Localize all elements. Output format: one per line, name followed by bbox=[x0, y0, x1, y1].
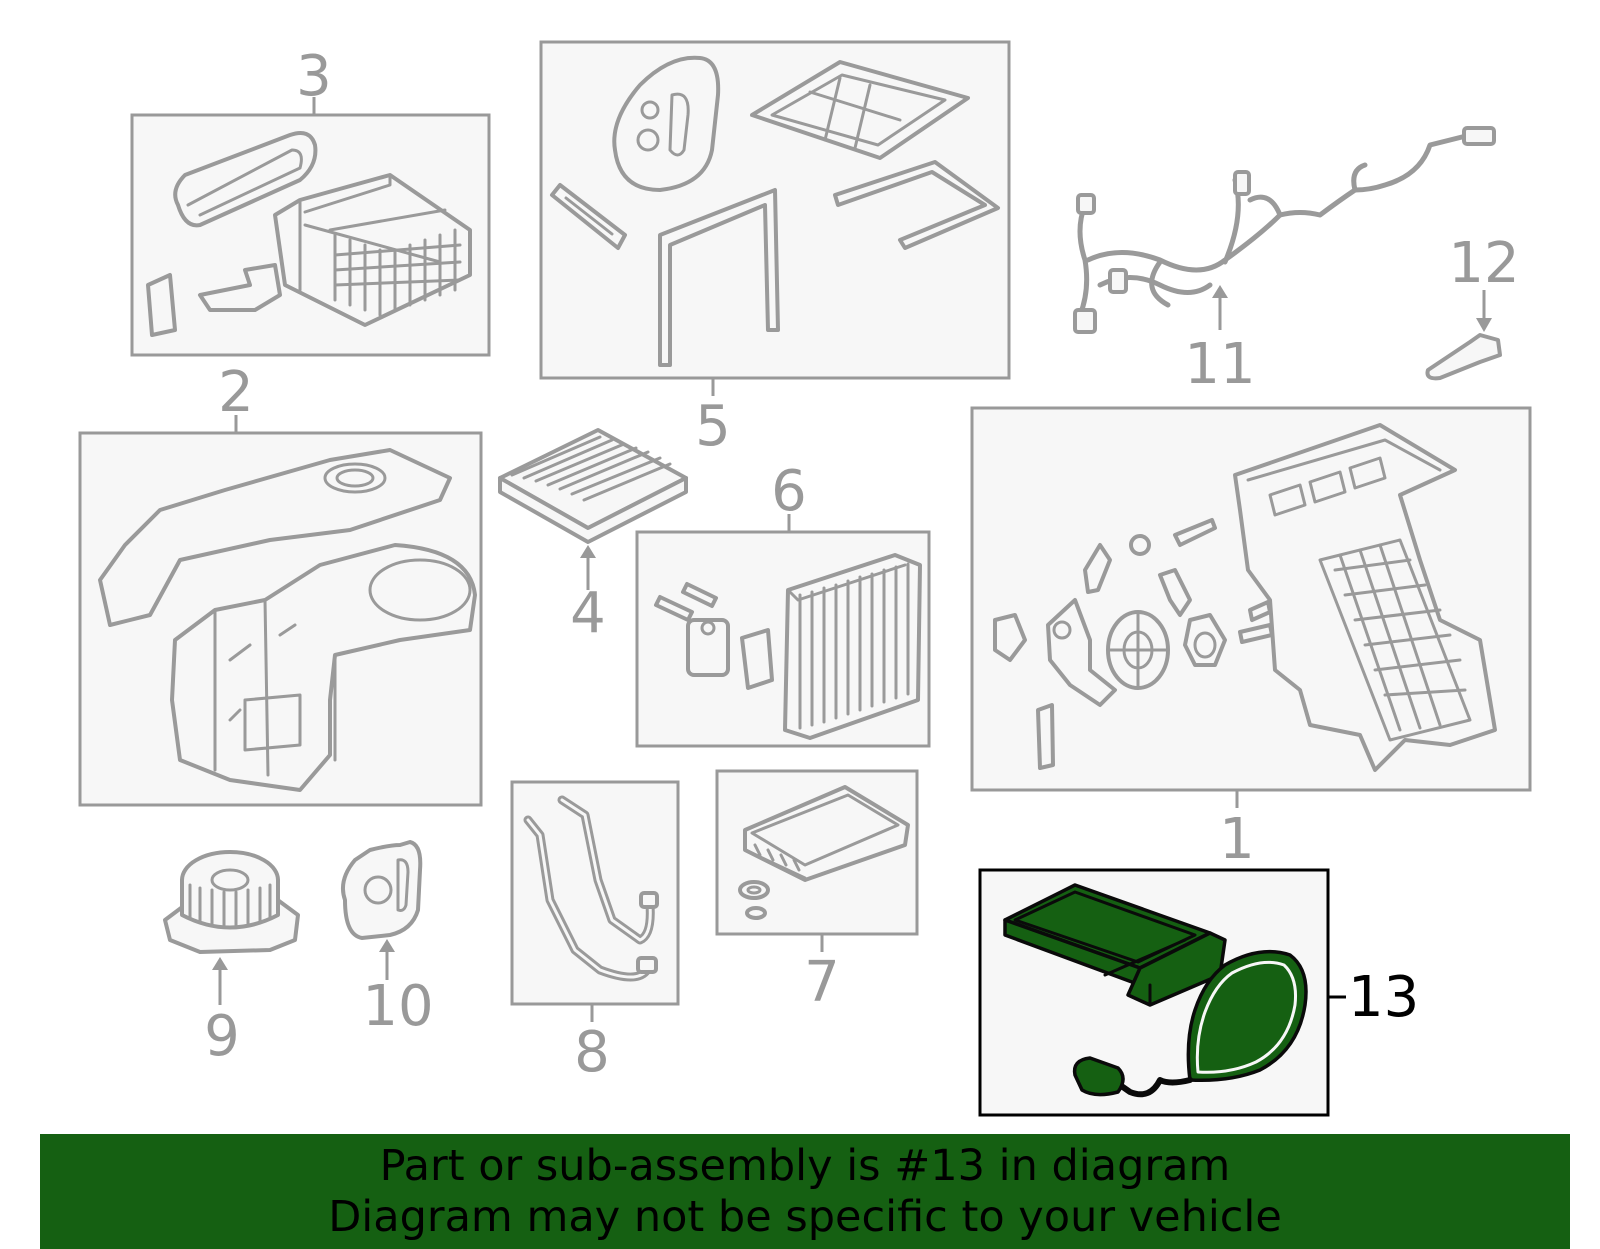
part-group-7 bbox=[715, 769, 919, 952]
banner-line-1: Part or sub-assembly is #13 in diagram bbox=[379, 1140, 1231, 1191]
part-group-5 bbox=[539, 40, 1011, 396]
part-group-1 bbox=[970, 406, 1532, 808]
callout-12: 12 bbox=[1448, 231, 1519, 296]
part-group-6 bbox=[635, 514, 931, 748]
banner-line-2: Diagram may not be specific to your vehi… bbox=[328, 1191, 1282, 1242]
part-group-8 bbox=[510, 780, 680, 1022]
callout-1: 1 bbox=[1219, 807, 1255, 872]
part-group-13 bbox=[978, 868, 1346, 1117]
callout-13: 13 bbox=[1348, 965, 1419, 1030]
callout-5: 5 bbox=[695, 394, 731, 459]
callout-6: 6 bbox=[771, 459, 807, 524]
part-4-filter bbox=[498, 428, 688, 590]
info-banner: Part or sub-assembly is #13 in diagram D… bbox=[40, 1134, 1570, 1249]
callout-8: 8 bbox=[574, 1020, 610, 1085]
part-group-2 bbox=[78, 415, 483, 807]
parts-diagram: 3 5 11 12 bbox=[78, 40, 1532, 1117]
callout-3: 3 bbox=[296, 44, 332, 109]
callout-2: 2 bbox=[218, 360, 254, 425]
callout-9: 9 bbox=[204, 1004, 240, 1069]
callout-4: 4 bbox=[570, 581, 606, 646]
part-group-3 bbox=[130, 97, 491, 357]
callout-10: 10 bbox=[362, 974, 433, 1039]
part-12-sensor bbox=[1425, 290, 1502, 381]
part-11-harness bbox=[1073, 126, 1496, 334]
callout-7: 7 bbox=[804, 950, 840, 1015]
callout-11: 11 bbox=[1184, 332, 1255, 397]
part-9-blower bbox=[163, 850, 300, 1005]
part-10-gasket bbox=[341, 840, 423, 980]
